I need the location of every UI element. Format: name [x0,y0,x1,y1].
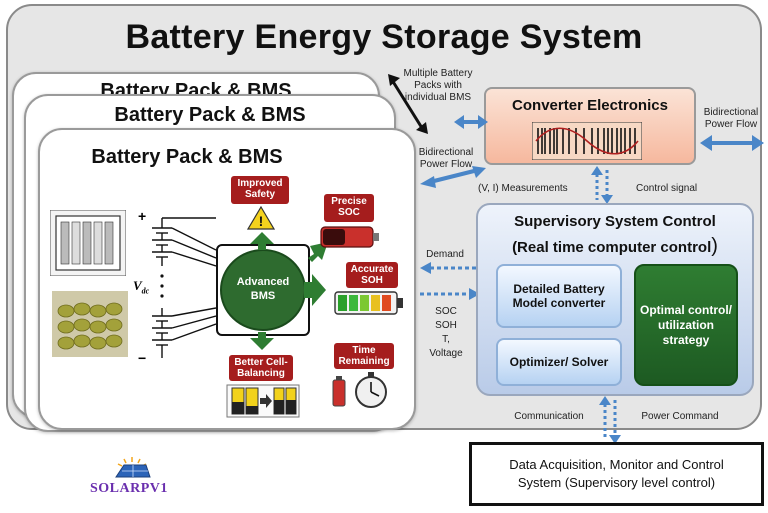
bms-hub-label: Advanced BMS [236,276,290,302]
multiple-packs-label: Multiple Battery Packs with individual B… [403,68,473,103]
battery-module-photo [50,210,126,276]
multi-pack-double-arrow [388,74,428,134]
data-acquisition-box: Data Acquisition, Monitor and Control Sy… [469,442,764,506]
comm-dotted-arrows [599,396,621,444]
warning-icon: ! [247,206,275,230]
solar-panel-logo-icon [115,457,151,478]
soc-label: SOC [435,306,457,317]
vdc-label: Vdc [133,278,150,296]
daq-line-2: System (Supervisory level control) [517,475,716,490]
stopwatch-icon [332,372,387,408]
power-command-label: Power Command [641,411,719,422]
improved-safety-label: Improved Safety [231,176,289,204]
cell-balancing-label: Better Cell-Balancing [229,355,293,381]
battery-soh-icon [334,291,403,315]
logo-text: SOLARPV1 [90,481,168,496]
demand-label: Demand [426,249,464,260]
pack-title-middle: Battery Pack & BMS [114,104,306,126]
battery-soc-icon [320,226,379,248]
pack-title-front: Battery Pack & BMS [91,146,283,168]
supervisory-subtitle: (Real time computer control) [512,235,718,257]
bidir-left-label: Bidirectional Power Flow [418,147,474,170]
demand-dotted-arrow [420,262,480,274]
plus-terminal-label: + [138,208,147,224]
precise-soc-label: Precise SOC [324,194,374,222]
daq-line-1: Data Acquisition, Monitor and Control [509,457,724,472]
time-remaining-label: Time Remaining [334,343,394,369]
temperature-label: T, [442,334,450,345]
supervisory-title: Supervisory System Control [514,213,716,230]
accurate-soh-label: Accurate SOH [346,262,398,288]
diagram-title: Battery Energy Storage System [125,18,643,56]
bidir-left-arrow [420,166,486,188]
cell-balancing-icon [226,384,300,418]
soh-label: SOH [435,320,457,331]
pwm-waveform-icon [532,122,642,160]
control-signal-label: Control signal [636,183,698,194]
control-dotted-arrows [591,166,613,204]
bidir-right-arrow [700,135,764,151]
battery-string-schematic [152,217,216,358]
bidir-right-label: Bidirectional Power Flow [703,107,759,130]
minus-terminal-label: − [138,350,147,366]
svg-text:!: ! [259,213,264,229]
bidir-top-arrow [454,115,488,129]
battery-model-box: Detailed Battery Model converter [496,264,622,328]
optimal-strategy-box: Optimal control/ utilization strategy [634,264,738,386]
communication-label: Communication [514,411,584,422]
telemetry-dotted-arrow [420,288,480,300]
optimizer-box: Optimizer/ Solver [496,338,622,386]
converter-title: Converter Electronics [512,97,668,114]
battery-cells-photo [52,291,128,357]
voltage-label: Voltage [429,348,463,359]
measurements-label: (V, I) Measurements [478,183,568,194]
